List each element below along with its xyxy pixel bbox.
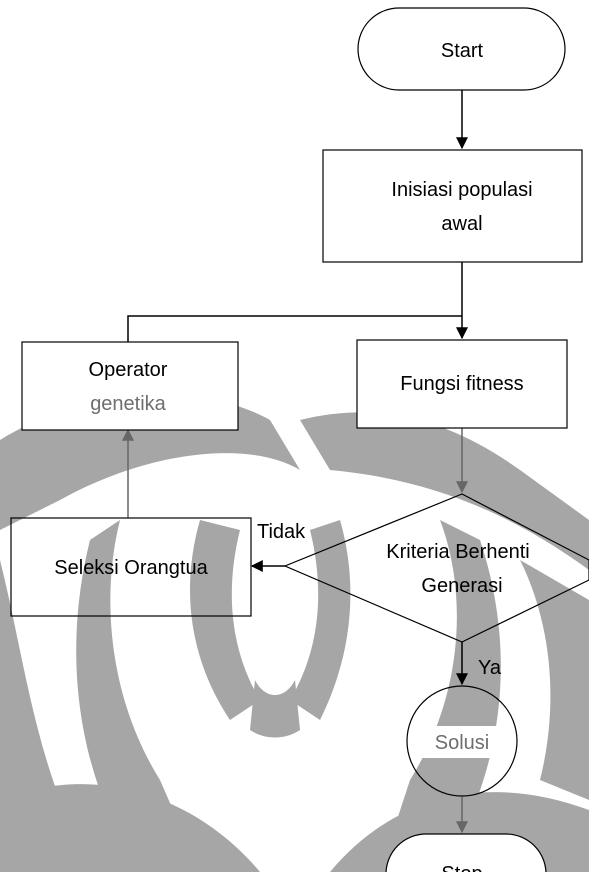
operator-node: Operator genetika [22, 342, 238, 430]
watermark-seal [0, 395, 589, 872]
start-node: Start [358, 8, 565, 90]
solution-label: Solusi [435, 732, 489, 754]
operator-label-line1: Operator [89, 359, 168, 381]
stop-node: Stop [386, 834, 546, 872]
criteria-label-line2: Generasi [421, 575, 502, 597]
init-label-line1: Inisiasi populasi [391, 179, 532, 201]
edge-label-yes: Ya [478, 657, 502, 679]
edge-operator-to-fitness [128, 316, 462, 342]
stop-label: Stop [441, 863, 482, 872]
selection-label: Seleksi Orangtua [54, 557, 208, 579]
init-label-line2: awal [441, 213, 482, 235]
init-population-node: Inisiasi populasi awal [323, 150, 582, 262]
fitness-node: Fungsi fitness [357, 340, 567, 428]
operator-label-line2: genetika [90, 393, 166, 415]
criteria-label-line1: Kriteria Berhenti [386, 541, 529, 563]
edge-label-no: Tidak [257, 521, 306, 543]
start-label: Start [441, 40, 484, 62]
fitness-label: Fungsi fitness [400, 373, 523, 395]
